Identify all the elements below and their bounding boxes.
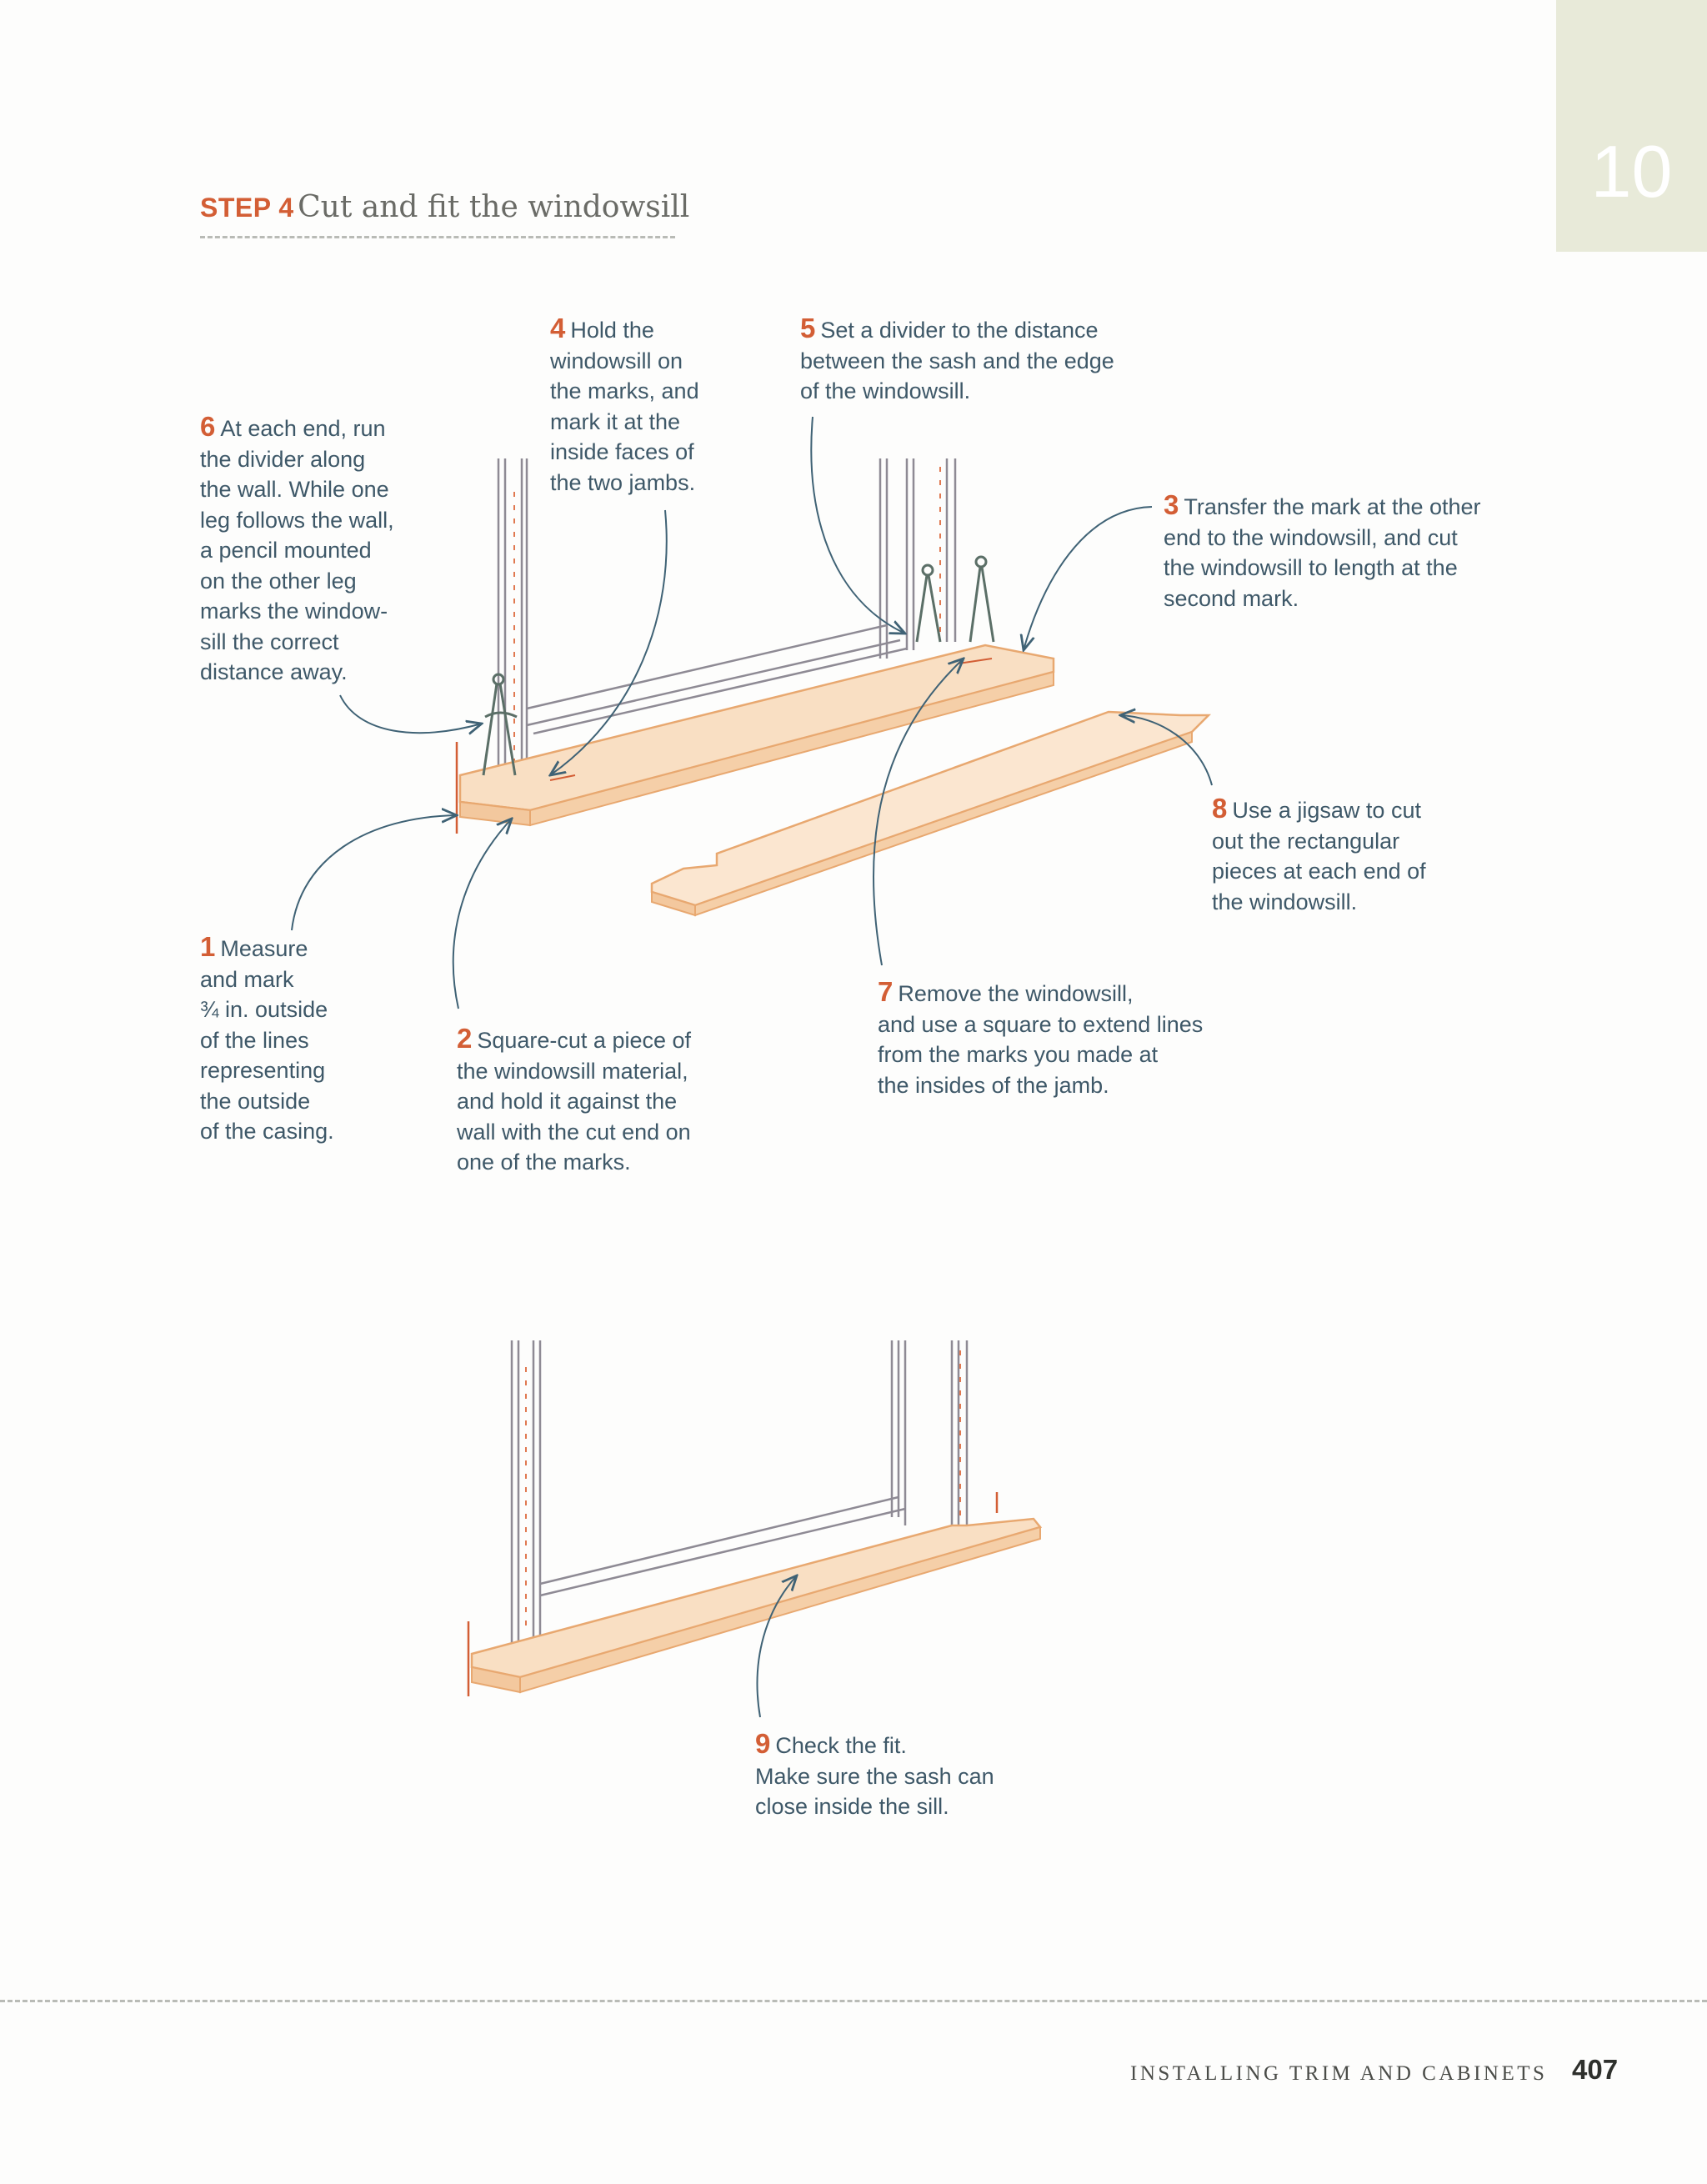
chapter-tab: 10 (1556, 0, 1707, 252)
running-head: INSTALLING TRIM AND CABINETS (1130, 2062, 1548, 2085)
leader-lines-top (291, 416, 1213, 1009)
step-title: Cut and fit the windowsill (298, 190, 690, 224)
chapter-number: 10 (1590, 130, 1673, 213)
bottom-sill (470, 1517, 1043, 1694)
step-label: STEP 4 (200, 193, 294, 223)
top-window-frame (497, 458, 957, 800)
divider-left (482, 673, 518, 776)
loose-windowsill (650, 710, 1212, 917)
top-jamb-marks (513, 467, 941, 784)
divider-right (915, 555, 995, 643)
step-heading: STEP 4 Cut and fit the windowsill (200, 190, 689, 238)
bottom-jamb-marks (525, 1350, 961, 1625)
page-number: 407 (1572, 2054, 1619, 2085)
top-sill (458, 644, 1055, 827)
footer-divider (0, 2000, 1707, 2002)
bottom-window-frame (510, 1340, 969, 1646)
